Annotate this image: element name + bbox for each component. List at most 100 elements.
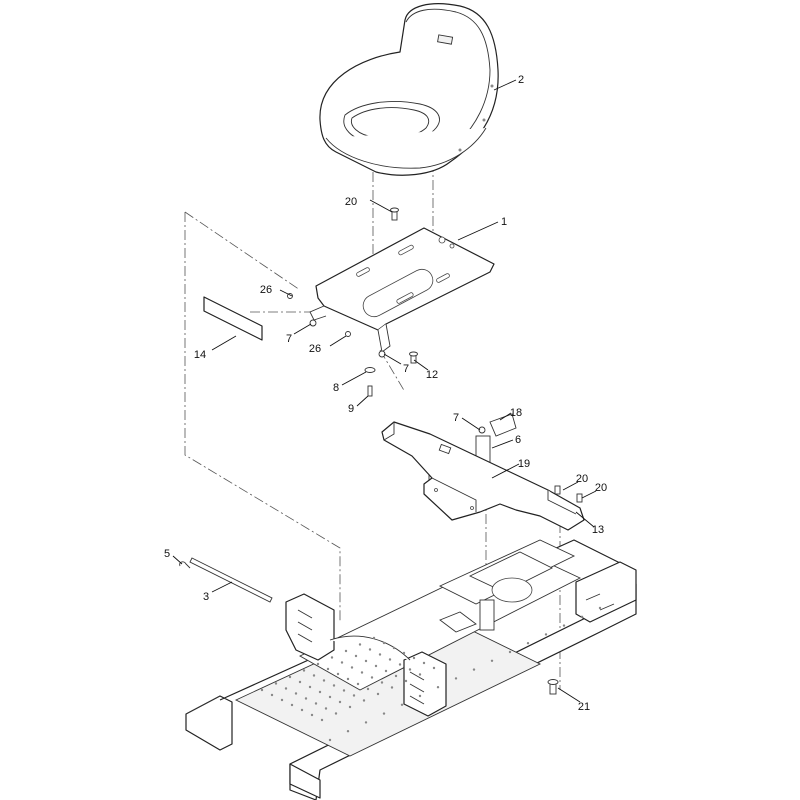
- perforation-dot: [390, 686, 394, 689]
- callout-2: 2: [493, 74, 524, 91]
- callout-19: 19: [491, 458, 530, 479]
- callout-number: 9: [348, 403, 354, 415]
- callout-number: 6: [515, 434, 521, 446]
- phantom-lines: [184, 162, 561, 690]
- perforation-dot: [324, 707, 328, 710]
- perforation-dot: [508, 650, 512, 654]
- perforation-dot: [404, 679, 408, 683]
- perforation-dot: [544, 633, 548, 636]
- perforation-dot: [526, 642, 530, 645]
- perforation-dot: [398, 663, 402, 666]
- callout-leader-line: [172, 555, 183, 565]
- perforation-dot: [384, 669, 388, 673]
- perforation-dot: [328, 695, 332, 699]
- perforation-dot: [380, 681, 384, 684]
- callout-12: 12: [413, 359, 438, 381]
- perforation-dot: [348, 705, 352, 709]
- callout-number: 3: [203, 591, 209, 603]
- callout-number: 8: [333, 382, 339, 394]
- callout-number: 26: [309, 343, 321, 355]
- callout-leader-line: [341, 371, 367, 386]
- callout-leader-line: [369, 199, 393, 213]
- perforation-dot: [364, 659, 368, 663]
- callout-leader-line: [211, 581, 233, 593]
- callout-number: 1: [501, 216, 507, 228]
- callout-7: 7: [286, 323, 312, 345]
- perforation-dot: [366, 687, 370, 691]
- callout-7: 7: [383, 353, 409, 375]
- perforation-dot: [310, 713, 314, 717]
- perforation-dot: [334, 712, 338, 715]
- perforation-dot: [316, 662, 320, 666]
- perforation-dot: [260, 688, 264, 692]
- perforation-dot: [304, 697, 308, 700]
- perforation-dot: [382, 712, 386, 715]
- perforation-dot: [422, 661, 426, 665]
- perforation-dot: [328, 738, 332, 742]
- perforation-dot: [338, 700, 342, 704]
- callout-13: 13: [575, 511, 604, 536]
- perforation-dot: [472, 668, 476, 671]
- callout-number: 12: [426, 369, 438, 381]
- perforation-dot: [322, 679, 326, 682]
- seat-pan-plate: [309, 227, 495, 353]
- callout-26: 26: [260, 284, 293, 297]
- perforation-dot: [358, 643, 362, 646]
- frame-perforations: [260, 606, 602, 742]
- perforation-dot: [562, 624, 566, 627]
- hardware: [179, 207, 583, 695]
- callout-leader-line: [491, 439, 514, 449]
- perforation-dot: [330, 656, 334, 659]
- perforation-dot: [388, 658, 392, 661]
- callout-8: 8: [333, 371, 367, 394]
- callout-leader-line: [575, 511, 595, 528]
- perforation-dot: [270, 693, 274, 697]
- perforation-dot: [312, 674, 316, 677]
- callout-leader-line: [581, 490, 597, 499]
- callout-leader-line: [557, 687, 581, 703]
- perforation-dot: [360, 671, 364, 674]
- callout-leader-line: [457, 221, 499, 241]
- perforation-dot: [432, 666, 436, 670]
- perforation-dot: [344, 649, 348, 653]
- callout-20: 20: [581, 482, 607, 499]
- perforation-dot: [580, 615, 584, 618]
- callout-7: 7: [453, 412, 481, 431]
- callout-21: 21: [557, 687, 590, 713]
- perforation-dot: [280, 698, 284, 702]
- callout-number: 5: [164, 548, 170, 560]
- perforation-dot: [356, 682, 360, 686]
- perforation-dot: [354, 654, 358, 658]
- perforation-dot: [364, 721, 368, 724]
- callout-leader-line: [279, 289, 293, 297]
- perforation-dot: [418, 673, 422, 676]
- perforation-dot: [308, 685, 312, 689]
- perforation-dot: [490, 659, 494, 662]
- perforation-dot: [326, 667, 330, 671]
- perforation-dot: [368, 648, 372, 651]
- callout-5: 5: [164, 548, 183, 565]
- perforation-dot: [274, 682, 278, 685]
- perforation-dot: [382, 641, 386, 645]
- perforation-dot: [336, 672, 340, 676]
- perforation-dot: [372, 636, 376, 640]
- callout-leader-line: [499, 412, 512, 421]
- perforation-dot: [302, 669, 306, 672]
- callout-number: 26: [260, 284, 272, 296]
- callout-leader-line: [493, 79, 517, 91]
- callout-leader-line: [562, 481, 579, 491]
- perforation-dot: [300, 708, 304, 712]
- decal: [203, 296, 263, 341]
- callout-leader-line: [461, 417, 481, 431]
- perforation-dot: [290, 703, 294, 707]
- perforation-dot: [346, 677, 350, 681]
- callout-leader-line: [211, 335, 237, 351]
- perforation-dot: [378, 653, 382, 656]
- perforation-dot: [318, 690, 322, 694]
- perforation-dot: [352, 694, 356, 697]
- perforation-dot: [394, 674, 398, 678]
- callout-leader-line: [356, 395, 369, 407]
- callout-leader-line: [293, 323, 312, 335]
